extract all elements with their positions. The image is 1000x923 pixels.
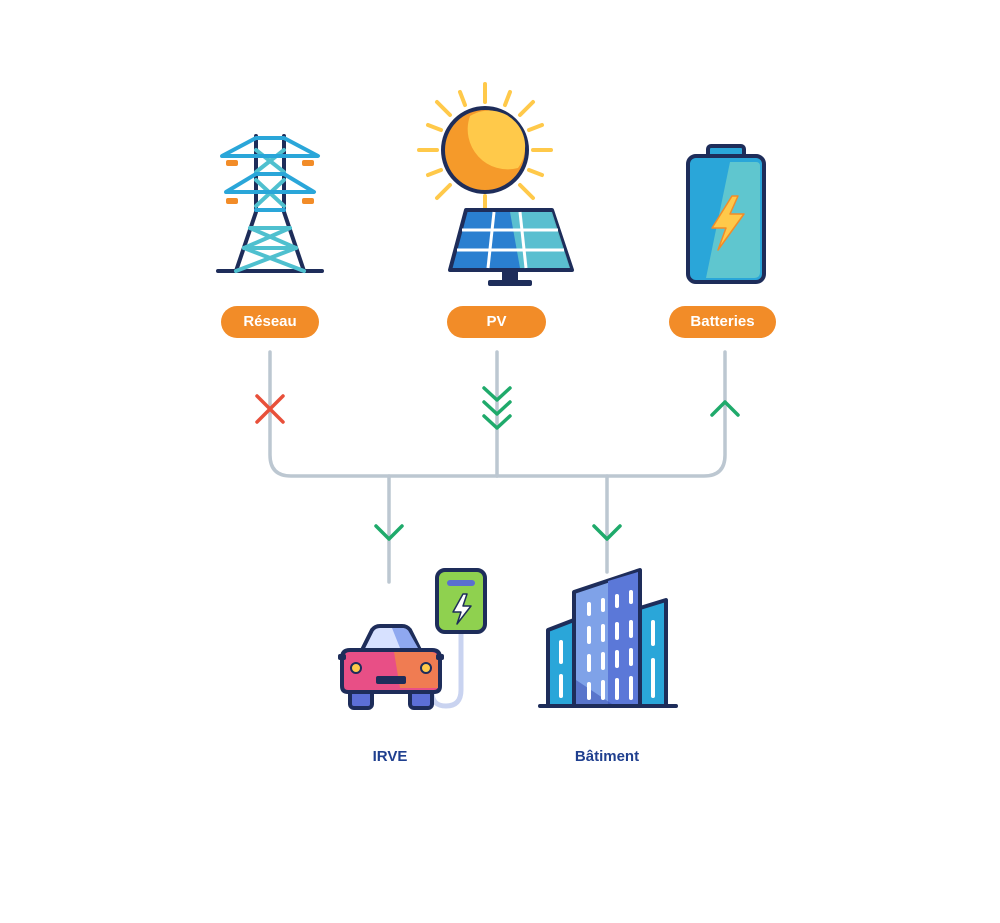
consumer-label-irve: IRVE [372, 748, 408, 765]
connector-lines [268, 350, 727, 584]
chevron-down-icon [592, 524, 622, 541]
solar-panel-sun-icon [417, 82, 574, 286]
consumer-label-batiment: Bâtiment [574, 748, 640, 765]
chevron-down-icon [374, 524, 404, 541]
ev-car-charger-icon [338, 568, 487, 710]
power-pylon-icon [216, 134, 324, 273]
triple-chevron-down-icon [482, 386, 512, 430]
source-pill-reseau: Réseau [221, 306, 319, 338]
source-pill-batteries: Batteries [669, 306, 776, 338]
source-pill-pv: PV [447, 306, 546, 338]
office-building-icon [538, 568, 678, 708]
connector-batteries [495, 350, 727, 478]
connector-reseau [268, 350, 499, 478]
cross-icon [255, 394, 285, 424]
chevron-up-icon [710, 400, 740, 417]
battery-charging-icon [686, 144, 766, 284]
